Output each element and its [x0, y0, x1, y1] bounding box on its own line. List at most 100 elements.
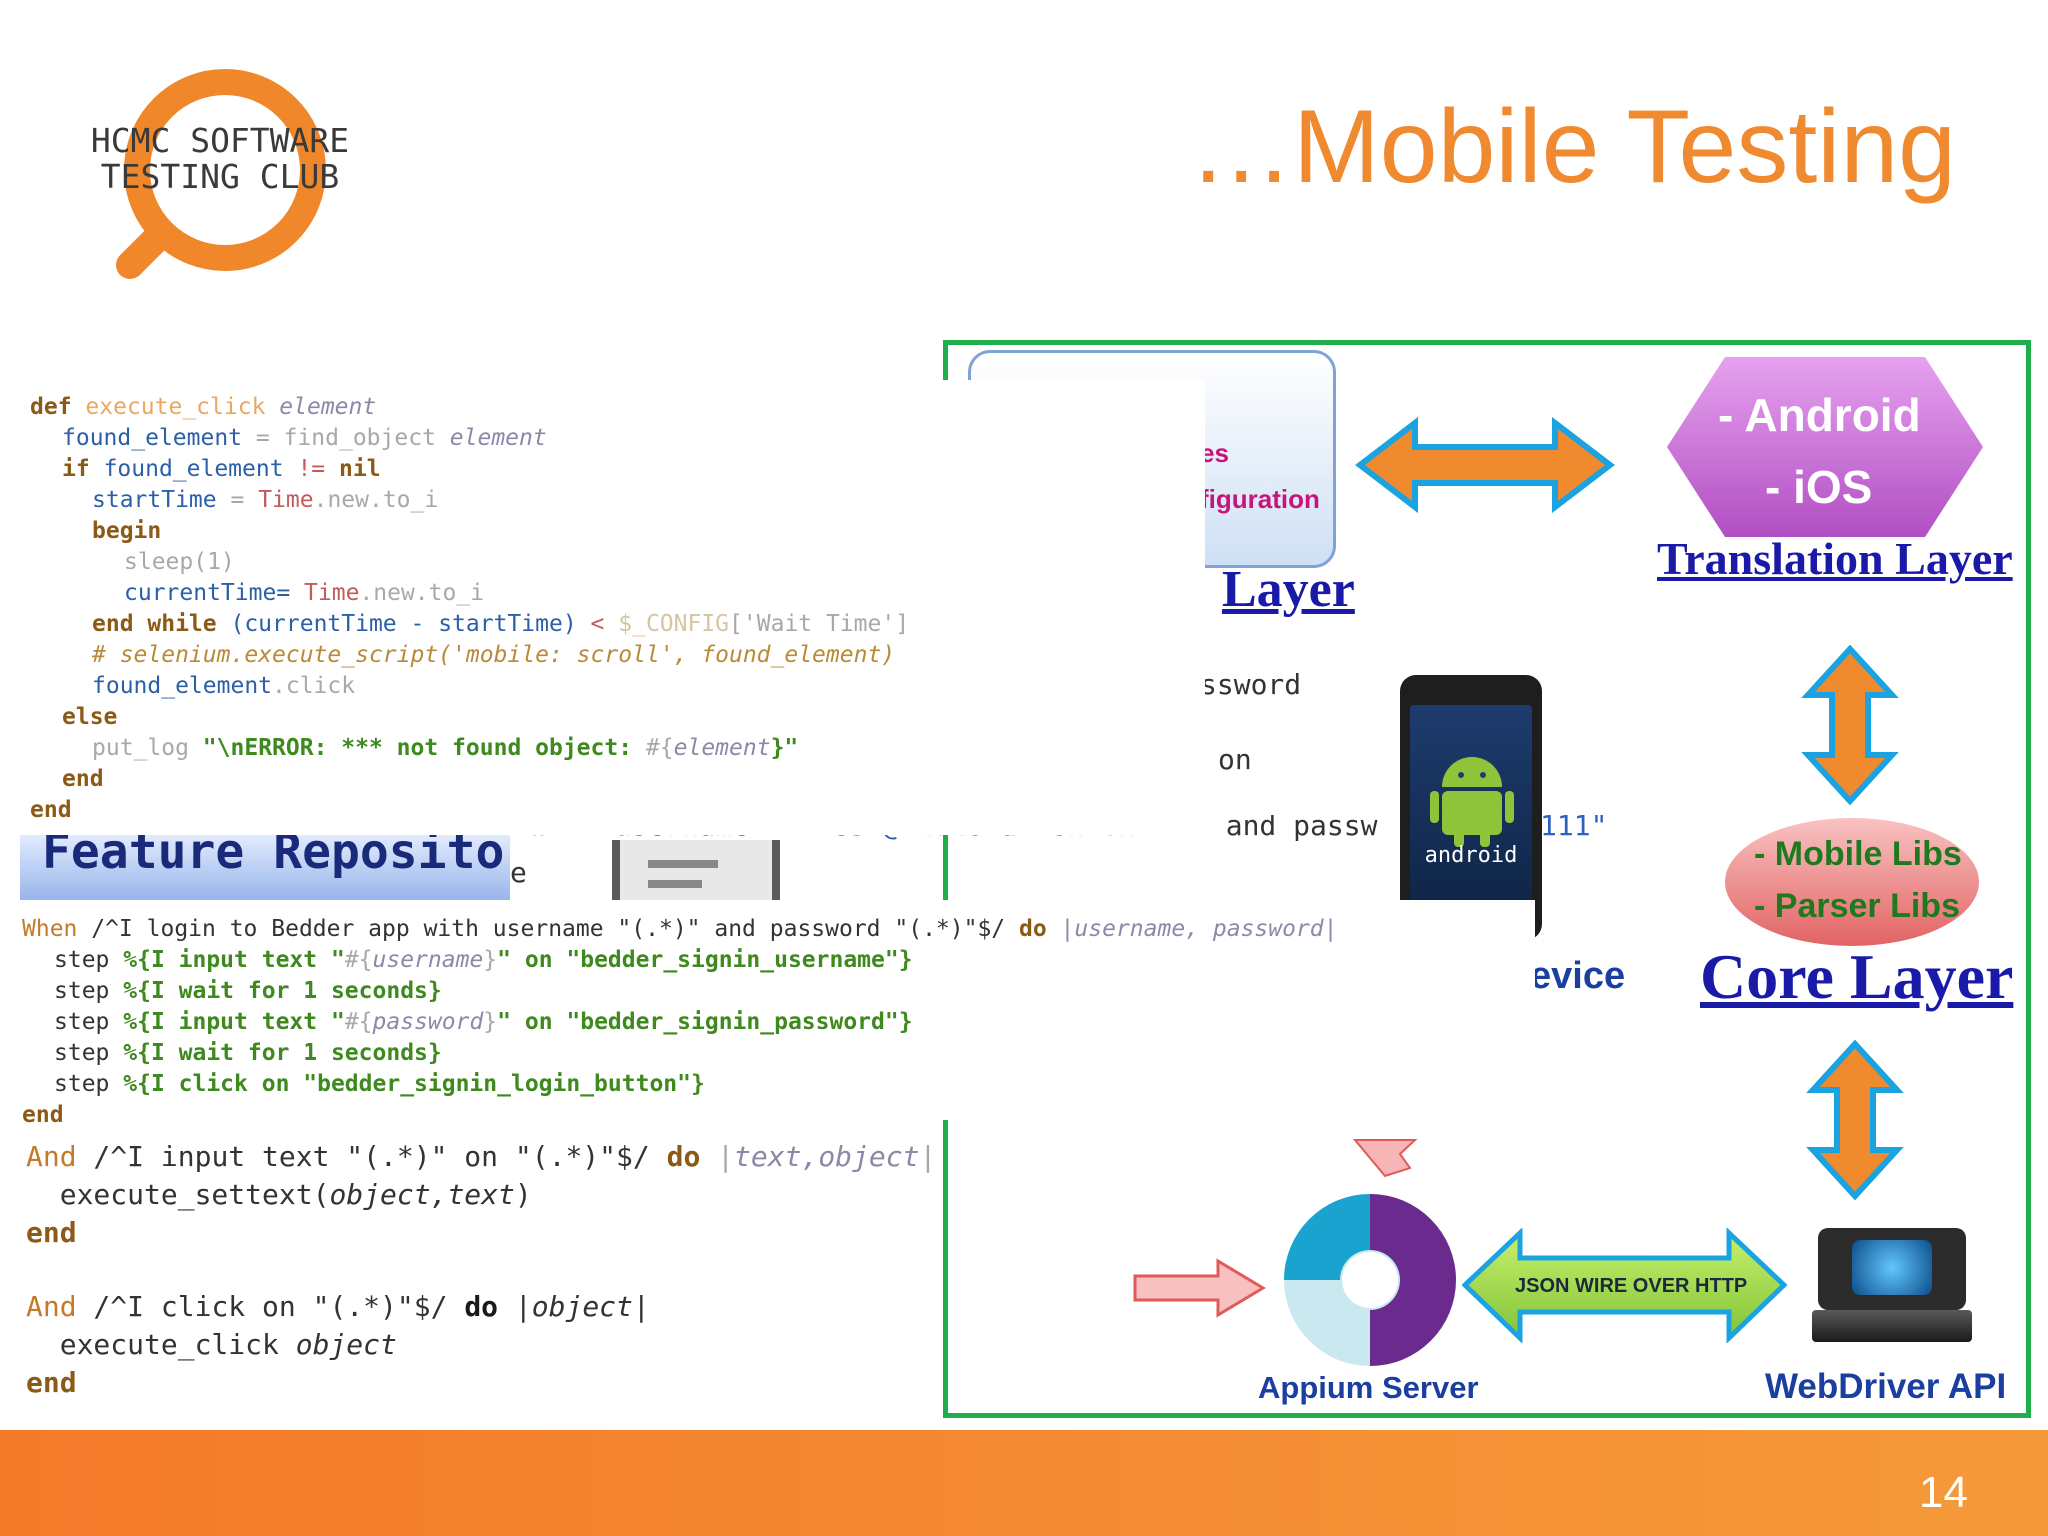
partial-password-text: ssword [1200, 668, 1302, 701]
code-token: #{ [344, 947, 373, 973]
code-token: def [30, 394, 72, 420]
double-arrow-vertical-top-icon [1801, 645, 1899, 805]
code-token: " on "bedder_signin_username"} [497, 947, 913, 973]
partial-login-end: 111" [1540, 815, 1608, 842]
device-label: evice [1530, 955, 1626, 997]
architecture-diagram-frame [943, 340, 2031, 1418]
partial-layer-title: Layer [1222, 561, 1355, 618]
partial-layer-line2: figuration [1200, 484, 1320, 514]
code-token: if [62, 456, 90, 482]
code-token: %{I click on "bedder_signin_login_button… [123, 1071, 705, 1097]
code-token: do [666, 1140, 701, 1173]
code-token: %{I wait for 1 seconds} [123, 978, 442, 1004]
core-item-mobile-libs: - Mobile Libs [1754, 835, 1962, 873]
code-token: nil [339, 456, 381, 482]
code-token: "\n [202, 735, 245, 761]
code-token: |username, password| [1046, 916, 1338, 942]
json-double-arrow-icon [1462, 1228, 1787, 1343]
android-robot-icon [1430, 757, 1514, 847]
code-token: And [26, 1290, 77, 1323]
code-token: /^I click on "(.*)"$/ [76, 1290, 465, 1323]
code-token: $_CONFIG [618, 611, 730, 637]
feature-repository-box: Feature Repository [20, 830, 510, 906]
page-number: 14 [1919, 1468, 1968, 1517]
android-device: android [1400, 675, 1542, 940]
code-token: end [30, 797, 72, 823]
code-token: execute_click [85, 394, 266, 420]
code-token: .new.to_i [359, 580, 485, 606]
code-token: end [62, 766, 104, 792]
code-token: step [54, 1009, 124, 1035]
slide-footer-bar [0, 1430, 2048, 1536]
code-token: | [700, 1140, 735, 1173]
translation-item-android: - Android [1718, 389, 1921, 441]
code-token: When [22, 916, 78, 942]
code-token: element [449, 425, 547, 451]
code-token: end [26, 1366, 77, 1399]
code-token: find_object [283, 425, 436, 451]
code-token: step [54, 1071, 124, 1097]
code-token: else [62, 704, 118, 730]
code-token: And [26, 1140, 77, 1173]
code-token: < [590, 611, 605, 637]
double-arrow-vertical-bottom-icon [1806, 1040, 1904, 1200]
pink-arrow-right-icon [1133, 1258, 1266, 1318]
logo-line1: HCMC SOFTWARE [90, 121, 350, 160]
appium-server-label: Appium Server [1258, 1370, 1479, 1405]
slide-title: …Mobile Testing [1189, 89, 1956, 205]
translation-item-ios: - iOS [1765, 461, 1873, 513]
webdriver-api-label: WebDriver API [1765, 1367, 2007, 1406]
code-token: .click [272, 673, 356, 699]
code-token: .new.to_i [313, 487, 439, 513]
double-arrow-horizontal-icon [1355, 416, 1615, 514]
code-token: #{ [645, 735, 674, 761]
json-wire-label: JSON WIRE OVER HTTP [1515, 1275, 1748, 1297]
code-token: do [464, 1290, 499, 1323]
code-token: | [498, 1290, 532, 1323]
magnifier-logo-icon [116, 69, 326, 279]
code-token: ['Wait Time'] [729, 611, 910, 637]
translation-layer-title: Translation Layer [1657, 533, 2013, 584]
pink-arrow-up-icon [1352, 1139, 1418, 1178]
code-token: } [483, 1009, 498, 1035]
code-token: element [673, 735, 771, 761]
code-token: sleep(1) [124, 549, 235, 575]
code-token: object [531, 1290, 633, 1323]
code-token: do [1019, 916, 1047, 942]
code-token: /^I login to Bedder app with username "(… [77, 916, 1019, 942]
code-token: = [230, 487, 245, 513]
club-logo: HCMC SOFTWARE TESTING CLUB [60, 55, 380, 295]
code-token: /^I input text "(.*)" on "(.*)"$/ [76, 1140, 667, 1173]
code-token: username [372, 947, 484, 973]
code-token: startTime [92, 487, 217, 513]
android-word: android [1424, 843, 1518, 868]
code-token: | [919, 1140, 937, 1173]
code-token: text,object [734, 1140, 920, 1173]
code-token: step [54, 1040, 124, 1066]
partial-on-text: on [1218, 743, 1252, 776]
code-token: put_log [92, 735, 189, 761]
code-token: }" [770, 735, 799, 761]
code-token: object,text [329, 1178, 515, 1211]
appium-logo-icon [1284, 1194, 1456, 1366]
code-token: Time [304, 580, 360, 606]
code-token: end while [92, 611, 217, 637]
code-token: ) [514, 1178, 532, 1211]
code-token: end [22, 1102, 64, 1128]
code-token: end [26, 1216, 77, 1249]
feature-repository-label: Feature Repository [42, 830, 510, 880]
webdriver-device-icon [1812, 1228, 1972, 1343]
translation-hexagon [1667, 357, 1983, 537]
code-token: } [483, 947, 498, 973]
code-step-definitions: And /^I input text "(.*)" on "(.*)"$/ do… [0, 1135, 1100, 1415]
logo-line2: TESTING CLUB [100, 157, 340, 196]
code-token: %{I wait for 1 seconds} [123, 1040, 442, 1066]
code-token: | [632, 1290, 650, 1323]
core-item-parser-libs: - Parser Libs [1754, 887, 1960, 925]
code-token: " on "bedder_signin_password"} [497, 1009, 913, 1035]
code-token: != [297, 456, 326, 482]
code-token: currentTime= [124, 580, 291, 606]
core-layer-title: Core Layer [1700, 941, 2014, 1012]
code-token: %{I input text " [123, 947, 345, 973]
code-token: found_element [103, 456, 284, 482]
